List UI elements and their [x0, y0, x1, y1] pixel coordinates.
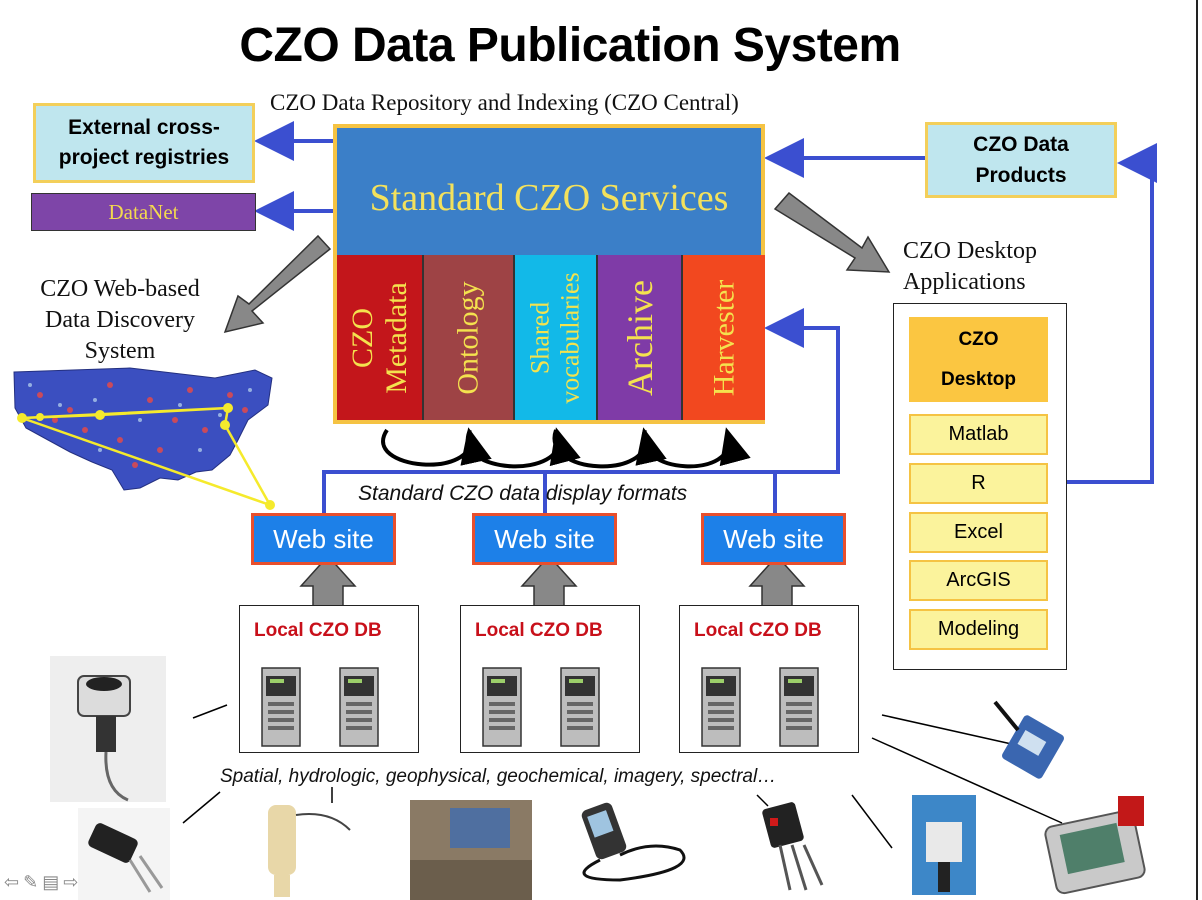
server-icon [560, 667, 600, 747]
server-icon [482, 667, 522, 747]
server-icon [339, 667, 379, 747]
arrow-desktop-to-products [1067, 143, 1157, 484]
pen-icon[interactable]: ✎ [23, 872, 39, 892]
app-arcgis: ArcGIS [909, 560, 1048, 601]
us-map-image [13, 367, 275, 510]
web-site-label: Web site [273, 523, 374, 554]
arrow-to-web-discovery [223, 234, 332, 334]
external-registries-box: External cross-project registries [33, 103, 255, 183]
service-column-3: Archive [598, 255, 683, 420]
desktop-header: CZO Desktop [909, 317, 1048, 402]
local-db-label: Local CZO DB [694, 620, 822, 641]
web-discovery-caption: CZO Web-based Data Discovery System [40, 276, 200, 364]
desktop-caption: CZO Desktop Applications [903, 238, 1037, 295]
server-icon [701, 667, 741, 747]
arrow-websites-to-harvester [322, 308, 840, 513]
desktop-apps-panel: CZO Desktop Matlab R Excel ArcGIS Modeli… [893, 303, 1067, 670]
display-formats-caption: Standard CZO data display formats [358, 482, 688, 505]
external-registries-label: External cross-project registries [58, 116, 230, 169]
sensor-caption: Spatial, hydrologic, geophysical, geoche… [220, 766, 777, 787]
server-icon [261, 667, 301, 747]
services-title: Standard CZO Services [369, 177, 729, 219]
page-title: CZO Data Publication System [239, 19, 901, 72]
app-excel: Excel [909, 512, 1048, 553]
data-products-box: CZO Data Products [925, 122, 1117, 198]
menu-icon[interactable]: ▤ [42, 872, 60, 892]
central-caption: CZO Data Repository and Indexing (CZO Ce… [270, 90, 739, 115]
datanet-box: DataNet [31, 193, 256, 231]
right-edge-line [1196, 0, 1198, 900]
slide-nav: ⇦ ✎ ▤ ⇨ [4, 872, 78, 893]
service-column-1: Ontology [424, 255, 515, 420]
local-db-2: Local CZO DB [460, 605, 640, 753]
app-matlab: Matlab [909, 414, 1048, 455]
prev-arrow-icon[interactable]: ⇦ [4, 872, 20, 892]
web-site-label: Web site [494, 523, 595, 554]
local-db-label: Local CZO DB [475, 620, 603, 641]
web-site-2: Web site [472, 513, 617, 565]
app-modeling: Modeling [909, 609, 1048, 650]
local-db-label: Local CZO DB [254, 620, 382, 641]
web-site-3: Web site [701, 513, 846, 565]
desktop-header-line1: CZO [958, 328, 999, 350]
app-r: R [909, 463, 1048, 504]
data-products-label: CZO Data Products [973, 133, 1069, 187]
local-db-3: Local CZO DB [679, 605, 859, 753]
datanet-label: DataNet [108, 199, 179, 224]
desktop-header-line2: Desktop [941, 368, 1016, 390]
service-column-4: Harvester [683, 255, 765, 420]
web-site-label: Web site [723, 523, 824, 554]
web-site-1: Web site [251, 513, 396, 565]
server-icon [779, 667, 819, 747]
local-db-1: Local CZO DB [239, 605, 419, 753]
arrow-to-desktop [773, 191, 891, 273]
next-arrow-icon[interactable]: ⇨ [63, 872, 79, 892]
